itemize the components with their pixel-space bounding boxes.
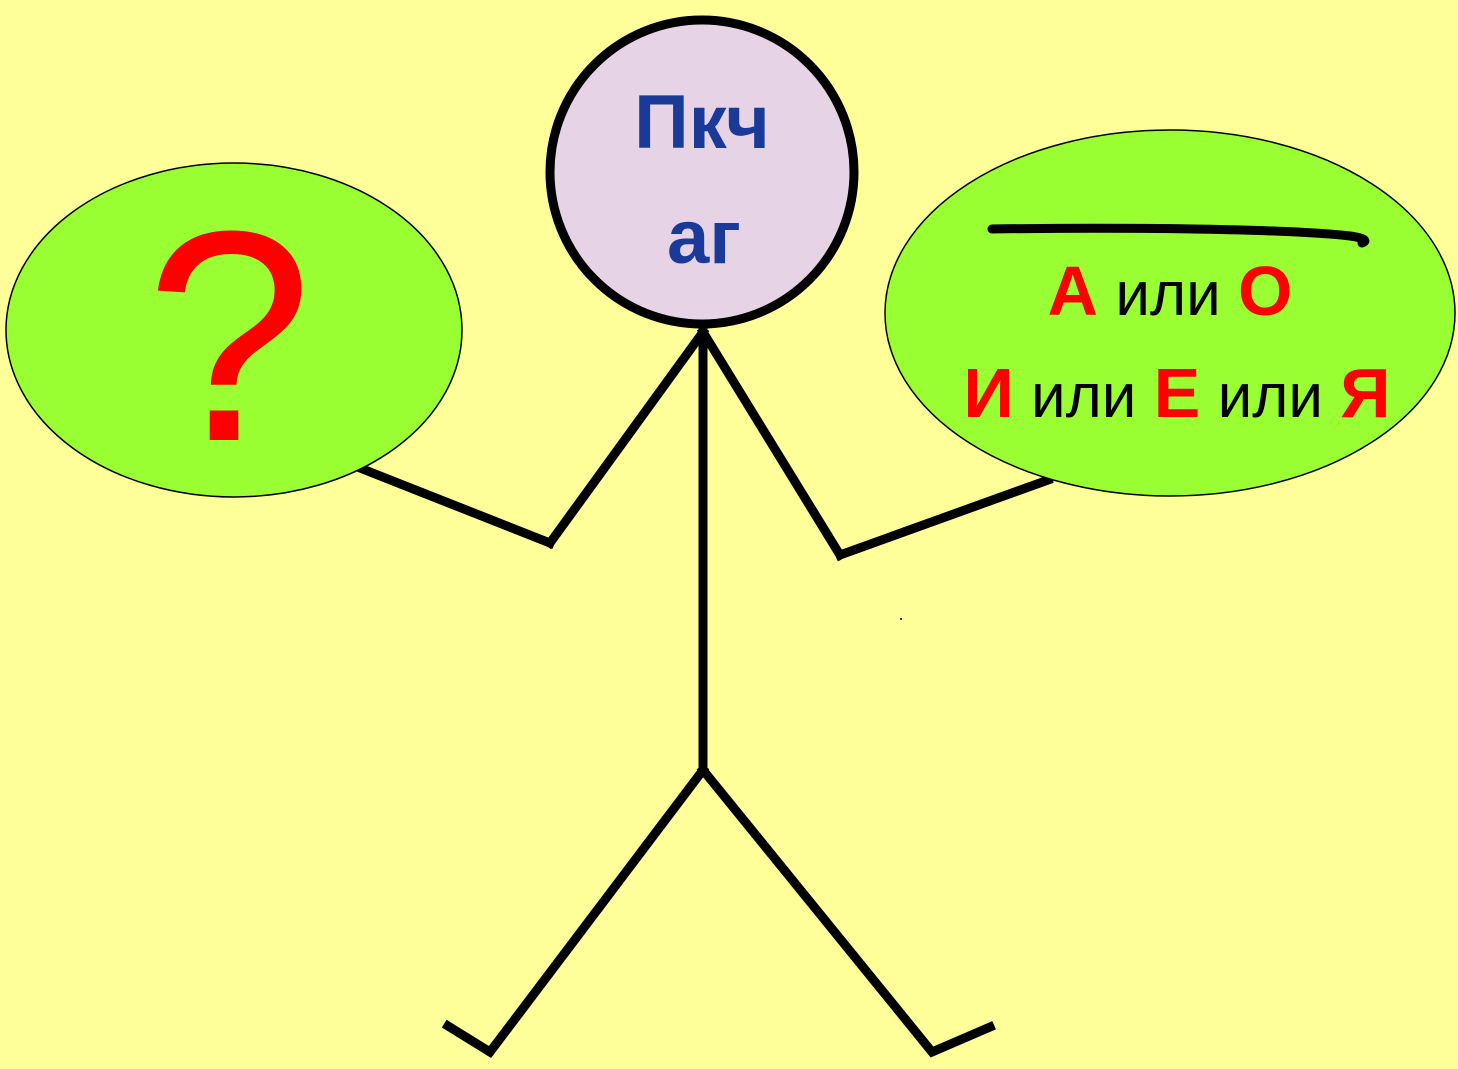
word-ili: или (1014, 362, 1154, 431)
word-ili: или (1200, 362, 1340, 431)
right-arm (696, 325, 847, 562)
head-word-line2: аг (667, 195, 741, 280)
stray-dot (900, 618, 902, 620)
head: Пкч аг (545, 15, 859, 329)
right-bubble-shape (884, 129, 1456, 497)
head-word-line1: Пкч (634, 80, 770, 165)
right-bubble-line1: А или О (1048, 252, 1293, 330)
left-bubble-tail (354, 462, 556, 549)
question-mark: ? (146, 168, 313, 504)
letter-o: О (1238, 252, 1292, 330)
word-ili: или (1098, 260, 1238, 329)
right-leg (696, 763, 996, 1058)
left-bubble-shape (5, 162, 463, 498)
right-bubble-tail (834, 474, 1054, 561)
right-bubble-line2: И или Е или Я (963, 354, 1390, 432)
right-bubble: А или О И или Е или Я (834, 129, 1456, 561)
left-leg (441, 763, 710, 1058)
left-bubble: ? (5, 162, 556, 549)
letter-ya: Я (1340, 354, 1390, 432)
head-circle (545, 15, 859, 329)
letter-i: И (963, 354, 1013, 432)
left-arm (543, 325, 710, 550)
stick-figure (441, 325, 996, 1058)
letter-a: А (1048, 252, 1099, 330)
letter-e: Е (1154, 354, 1201, 432)
overline-mark (987, 223, 1370, 248)
